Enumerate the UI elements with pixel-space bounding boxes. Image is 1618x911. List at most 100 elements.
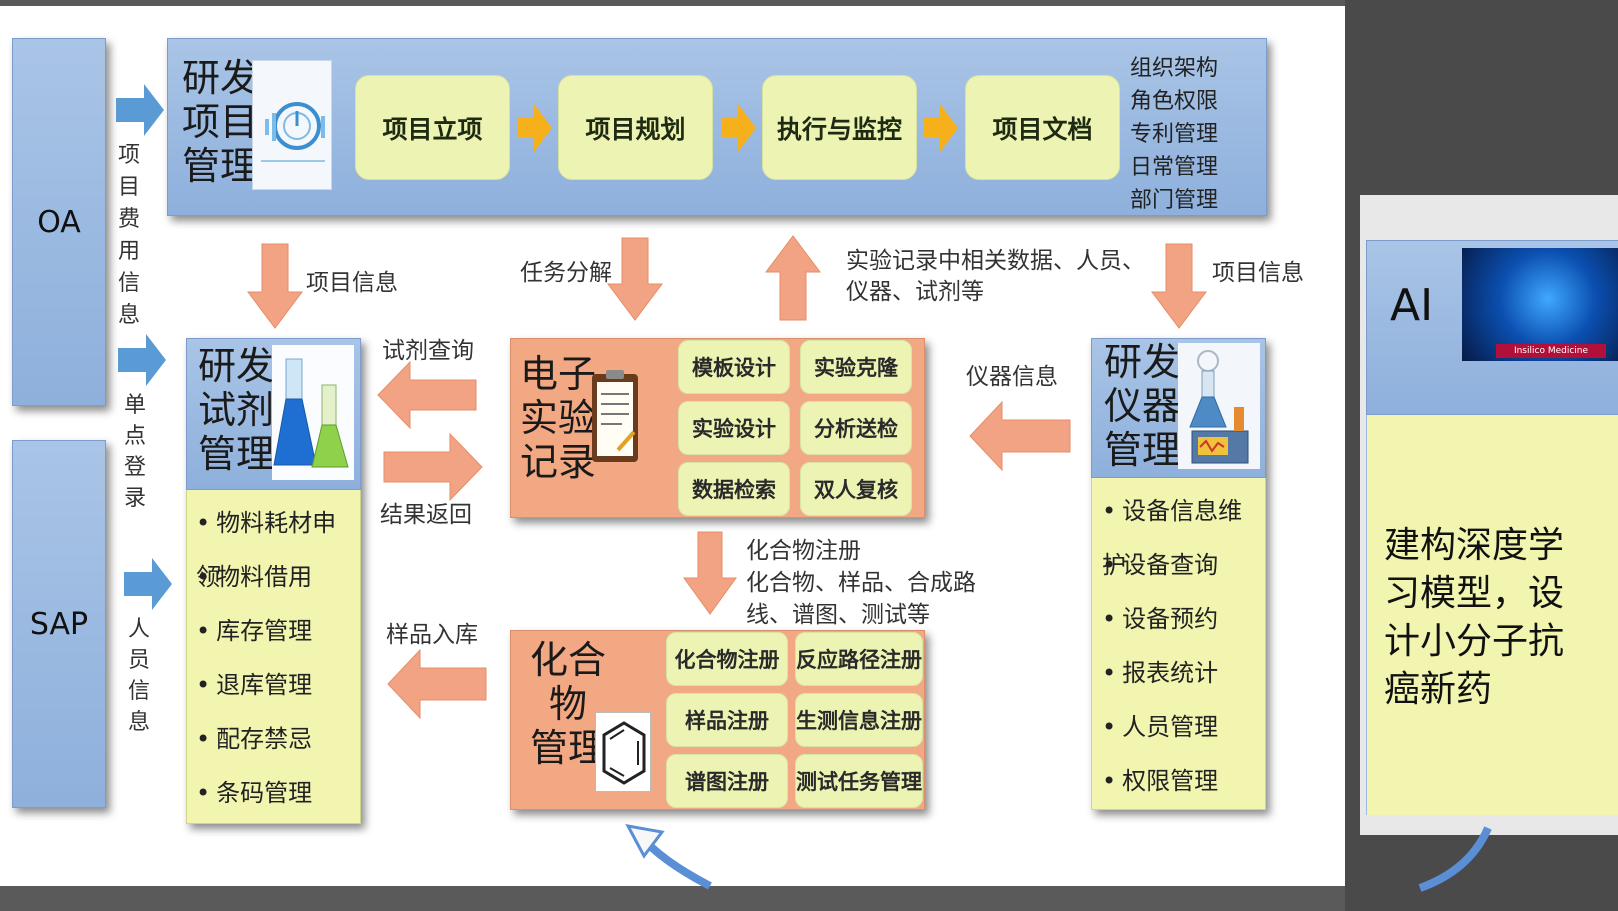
side-list-item: 组织架构: [1130, 56, 1219, 81]
reagent-list: 物料耗材申领 物料借用 库存管理 退库管理 配存禁忌 条码管理: [196, 496, 358, 820]
reagent-item: 退库管理: [196, 658, 358, 712]
label-line: 单点: [124, 393, 147, 449]
side-list-item: 专利管理: [1130, 122, 1219, 147]
title-line: 管理: [1104, 428, 1181, 473]
title-line: 电子: [520, 352, 597, 396]
instrument-item: 权限管理: [1102, 754, 1262, 808]
ai-content: [1366, 415, 1618, 815]
step-project-documents: 项目文档: [965, 75, 1120, 180]
arrow-step-3: [924, 104, 958, 152]
personnel-label: 人员 信息: [128, 614, 168, 738]
compound-cell-spectrum-register: 谱图注册: [666, 754, 788, 808]
arrow-sample-storage: [387, 648, 487, 720]
oa-label: OA: [37, 204, 81, 240]
rd-project-title: 研发 项目 管理: [182, 56, 258, 188]
oa-box: OA: [12, 38, 106, 406]
instrument-item: 报表统计: [1102, 646, 1262, 700]
ai-text-line: 建构深度学: [1384, 525, 1565, 566]
arrow-reagent-query: [377, 360, 477, 430]
ai-text-line: 习模型，设: [1384, 573, 1565, 614]
instrument-title: 研发 仪器 管理: [1104, 340, 1180, 472]
clipboard-icon: [590, 368, 642, 468]
label-sample-storage: 样品入库: [386, 622, 478, 648]
ai-description: 建构深度学 习模型，设 计小分子抗 癌新药: [1384, 522, 1564, 714]
title-line: 管理: [198, 432, 275, 477]
sso-label: 单点 登录: [124, 390, 164, 514]
sap-label: SAP: [29, 606, 89, 642]
label-task-breakdown: 任务分解: [520, 260, 612, 286]
label-reagent-query: 试剂查询: [382, 338, 474, 364]
compound-cell-reaction-path: 反应路径注册: [795, 632, 923, 686]
title-line: 仪器: [1104, 384, 1181, 429]
arrow-project-to-instrument: [1151, 243, 1207, 329]
eln-cell-analysis-submit: 分析送检: [800, 401, 912, 455]
instrument-item: 人员管理: [1102, 700, 1262, 754]
flask-icon: [272, 345, 354, 480]
instrument-item: 设备查询: [1102, 538, 1262, 592]
eln-cell-experiment-clone: 实验克隆: [800, 340, 912, 394]
label-line: 项目: [118, 143, 141, 200]
project-fee-label: 项目 费用 信息: [118, 140, 158, 332]
compound-cell-register: 化合物注册: [666, 632, 788, 686]
title-line: 研发: [1104, 340, 1181, 384]
label-line: 费用: [118, 207, 141, 264]
compound-cell-bioassay-register: 生测信息注册: [795, 693, 923, 747]
reagent-item: 配存禁忌: [196, 712, 358, 766]
arrow-project-to-reagent: [247, 243, 303, 329]
benzene-icon: [595, 712, 651, 792]
step-project-planning: 项目规划: [558, 75, 713, 180]
arrow-instrument-info: [969, 400, 1071, 472]
label-line: 化合物、样品、合成路: [746, 570, 976, 596]
arrow-eln-to-compound: [683, 531, 737, 615]
title-line: 管理: [182, 144, 259, 189]
eln-cell-dual-review: 双人复核: [800, 462, 912, 516]
label-line: 信息: [128, 679, 151, 735]
arrow-step-1: [518, 104, 552, 152]
arrow-oa-reagent: [118, 334, 166, 386]
arrow-curve-head: [625, 823, 665, 859]
step-project-initiation: 项目立项: [355, 75, 510, 180]
ai-title: AI: [1390, 280, 1434, 331]
label-line: 人员: [128, 617, 151, 673]
compound-title: 化合物 管理: [518, 638, 618, 770]
title-line: 化合物: [529, 638, 606, 727]
label-project-info-left: 项目信息: [306, 270, 398, 296]
arrow-sap-reagent: [124, 558, 172, 610]
side-list-item: 日常管理: [1130, 155, 1219, 180]
side-list-item: 部门管理: [1130, 188, 1219, 213]
instrument-list: 设备信息维护 设备查询 设备预约 报表统计 人员管理 权限管理: [1102, 484, 1262, 808]
label-experiment-data: 实验记录中相关数据、人员、 仪器、试剂等: [846, 246, 1145, 308]
arrow-oa-project: [116, 84, 164, 136]
title-line: 实验: [520, 396, 597, 441]
title-line: 研发: [198, 344, 275, 388]
ai-brain-icon: Insilico Medicine: [1462, 248, 1618, 361]
title-line: 项目: [182, 100, 259, 145]
compound-cell-sample-register: 样品注册: [666, 693, 788, 747]
label-line: 实验记录中相关数据、人员、: [846, 248, 1145, 274]
label-project-info-right: 项目信息: [1212, 260, 1304, 286]
label-line: 化合物注册: [746, 538, 861, 564]
reagent-item: 库存管理: [196, 604, 358, 658]
sap-box: SAP: [12, 440, 106, 808]
arrow-ai-curve: [1418, 826, 1492, 892]
side-list-item: 角色权限: [1130, 89, 1219, 114]
label-result-return: 结果返回: [380, 502, 472, 528]
instrument-item: 设备预约: [1102, 592, 1262, 646]
arrow-task-breakdown: [607, 237, 663, 321]
compound-cell-test-task: 测试任务管理: [795, 754, 923, 808]
arrow-result-return: [383, 432, 483, 502]
reagent-item: 条码管理: [196, 766, 358, 820]
arrow-step-2: [722, 104, 756, 152]
reagent-title: 研发 试剂 管理: [198, 344, 274, 476]
title-line: 管理: [529, 726, 606, 771]
reagent-item: 物料借用: [196, 550, 358, 604]
step-execution-monitoring: 执行与监控: [762, 75, 917, 180]
eln-title: 电子 实验 记录: [520, 352, 596, 484]
label-line: 仪器、试剂等: [846, 279, 984, 306]
title-line: 试剂: [198, 388, 275, 433]
lab-equipment-icon: [1178, 343, 1260, 469]
ai-image-caption: Insilico Medicine: [1496, 344, 1606, 358]
label-line: 线、谱图、测试等: [746, 602, 930, 628]
